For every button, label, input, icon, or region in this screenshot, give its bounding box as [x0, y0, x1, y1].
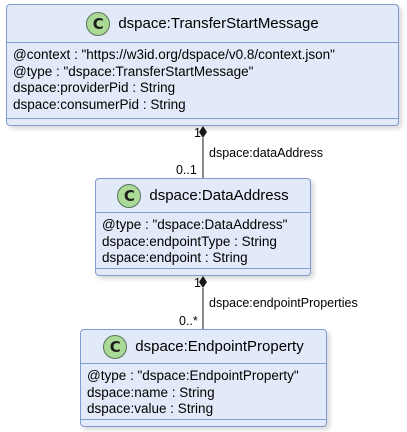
attribute-value: dspace:value : String [87, 401, 214, 416]
attribute-endpoint: dspace:endpoint : String [102, 250, 248, 265]
class-header: C dspace:DataAddress [96, 179, 310, 213]
class-data-address: C dspace:DataAddress @type : "dspace:Dat… [95, 178, 311, 276]
class-attributes: @context : "https://w3id.org/dspace/v0.8… [7, 43, 398, 113]
attribute-type: @type : "dspace:EndpointProperty" [87, 368, 299, 383]
source-multiplicity: 1 [194, 276, 201, 290]
class-name: dspace:TransferStartMessage [118, 15, 319, 32]
source-multiplicity: 1 [194, 126, 201, 140]
class-header: C dspace:TransferStartMessage [7, 5, 398, 43]
association-label: dspace:dataAddress [209, 146, 323, 160]
class-badge-icon: C [117, 183, 142, 208]
data-address-composition-diamond [199, 126, 207, 138]
class-methods-divider [81, 419, 326, 420]
attribute-provider-pid: dspace:providerPid : String [13, 80, 176, 95]
attribute-endpoint-type: dspace:endpointType : String [102, 233, 277, 249]
target-multiplicity: 0..1 [176, 163, 197, 177]
class-transfer-start-message: C dspace:TransferStartMessage @context :… [6, 4, 399, 126]
class-attributes: @type : "dspace:EndpointProperty" dspace… [81, 364, 326, 418]
class-methods-divider [7, 118, 398, 119]
attribute-name: dspace:name : String [87, 384, 215, 400]
association-label: dspace:endpointProperties [209, 296, 358, 310]
class-methods-divider [96, 268, 310, 269]
class-header: C dspace:EndpointProperty [81, 330, 326, 364]
attribute-consumer-pid: dspace:consumerPid : String [13, 96, 186, 112]
attribute-type: @type : "dspace:TransferStartMessage" [13, 63, 254, 79]
attribute-context: @context : "https://w3id.org/dspace/v0.8… [13, 47, 335, 62]
target-multiplicity: 0..* [179, 314, 198, 328]
class-attributes: @type : "dspace:DataAddress" dspace:endp… [96, 213, 310, 267]
class-badge-icon: C [103, 334, 128, 359]
endpoint-properties-composition-diamond [199, 276, 207, 288]
class-name: dspace:DataAddress [149, 187, 289, 204]
class-badge-icon: C [86, 11, 111, 36]
class-name: dspace:EndpointProperty [135, 338, 304, 355]
attribute-type: @type : "dspace:DataAddress" [102, 217, 288, 232]
class-endpoint-property: C dspace:EndpointProperty @type : "dspac… [80, 329, 327, 427]
